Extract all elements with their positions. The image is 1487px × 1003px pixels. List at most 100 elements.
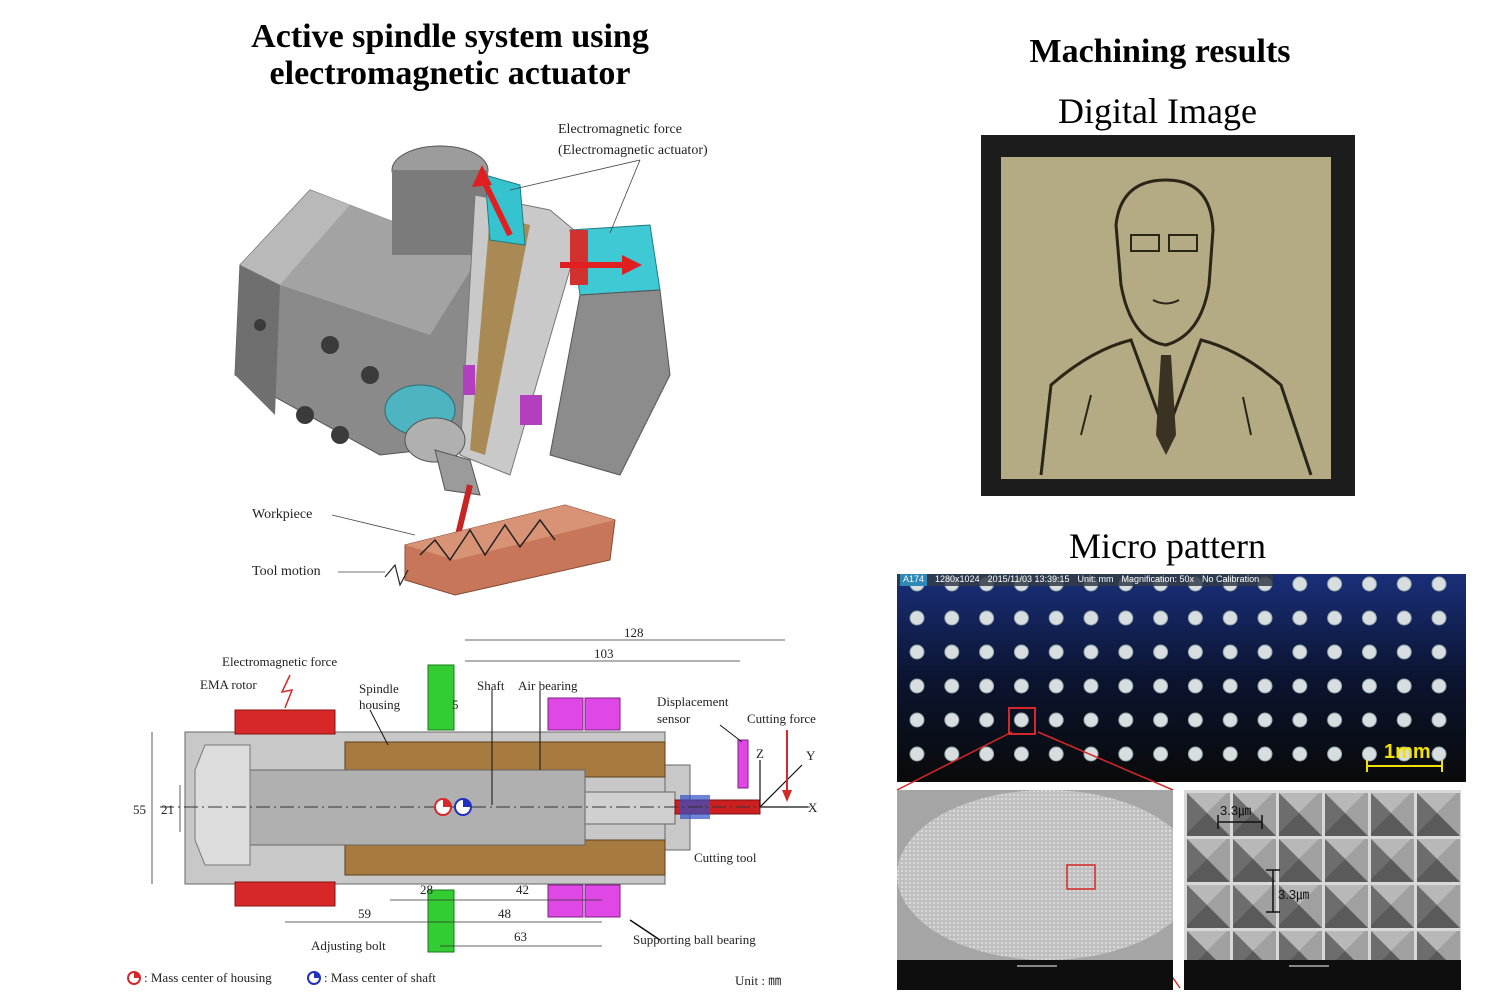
micro-dot bbox=[1187, 678, 1203, 694]
scale-label-33-v: 3.3㎛ bbox=[1278, 887, 1310, 902]
micro-dot bbox=[1118, 746, 1134, 762]
dim-5: 5 bbox=[452, 697, 459, 712]
micro-dot bbox=[1222, 610, 1238, 626]
micro-dot bbox=[1013, 644, 1029, 660]
isometric-spindle-drawing bbox=[234, 145, 671, 596]
magenta-bearing bbox=[520, 395, 542, 425]
label-displacement-2: sensor bbox=[657, 711, 691, 726]
dim-21: 21 bbox=[161, 802, 174, 817]
micro-dot bbox=[1187, 712, 1203, 728]
sem-overview-svg bbox=[897, 790, 1197, 990]
micro-dot bbox=[1327, 746, 1343, 762]
micro-dot bbox=[1083, 712, 1099, 728]
dim-55: 55 bbox=[133, 802, 146, 817]
force-arrow-up bbox=[479, 175, 513, 237]
micro-dot bbox=[1396, 576, 1412, 592]
tool-motion-zigzag bbox=[384, 563, 409, 587]
micro-dot bbox=[1327, 678, 1343, 694]
legend-shaft: : Mass center of shaft bbox=[324, 970, 436, 985]
mass-center-shaft-fill bbox=[463, 799, 471, 807]
label-em-force-2: Electromagnetic force bbox=[222, 654, 338, 669]
force-arrowhead bbox=[472, 165, 492, 187]
micro-dot bbox=[1048, 610, 1064, 626]
dim-48: 48 bbox=[498, 906, 511, 921]
micro-dot bbox=[1222, 644, 1238, 660]
bolt-hole bbox=[254, 319, 266, 331]
left-cap bbox=[194, 744, 251, 866]
micro-dot bbox=[1431, 576, 1447, 592]
micro-dot bbox=[1361, 746, 1377, 762]
label-adjusting-bolt: Adjusting bolt bbox=[311, 938, 386, 953]
micro-dot bbox=[1013, 746, 1029, 762]
tool-holder bbox=[434, 449, 481, 496]
micro-dot bbox=[1361, 712, 1377, 728]
micro-dot bbox=[1187, 610, 1203, 626]
micro-dot bbox=[1431, 644, 1447, 660]
micro-dot bbox=[909, 678, 925, 694]
displacement-sensor bbox=[737, 739, 749, 789]
micro-dot bbox=[1013, 712, 1029, 728]
micro-dot bbox=[1083, 678, 1099, 694]
force-arrowhead bbox=[622, 255, 642, 275]
micro-dot bbox=[1048, 678, 1064, 694]
micro-header-unit: Unit: mm bbox=[1077, 574, 1114, 584]
label-cutting-force: Cutting force bbox=[747, 711, 816, 726]
micro-dot bbox=[1396, 712, 1412, 728]
portrait-mouth bbox=[1152, 299, 1180, 305]
micro-dot bbox=[1292, 678, 1308, 694]
micro-dot bbox=[1431, 746, 1447, 762]
micro-dot bbox=[1361, 610, 1377, 626]
label-displacement-1: Displacement bbox=[657, 694, 729, 709]
axis-y-line bbox=[759, 764, 803, 808]
label-axis-x: X bbox=[808, 800, 818, 815]
digital-image-portrait bbox=[981, 135, 1355, 496]
scale-label-1mm: 1mm bbox=[1384, 741, 1431, 763]
bolt-hole bbox=[331, 426, 349, 444]
leader-line bbox=[609, 159, 641, 234]
micro-dot bbox=[1292, 644, 1308, 660]
micro-dot bbox=[1292, 610, 1308, 626]
micro-dot bbox=[1013, 610, 1029, 626]
micro-dot bbox=[1048, 712, 1064, 728]
micro-dot bbox=[944, 678, 960, 694]
portrait-glasses bbox=[1168, 234, 1198, 252]
label-em-actuator: (Electromagnetic actuator) bbox=[558, 143, 708, 158]
micro-dot bbox=[1292, 712, 1308, 728]
ema-rotor-red bbox=[570, 230, 588, 285]
leader-line bbox=[509, 159, 641, 191]
leader-bearing bbox=[629, 919, 661, 941]
micro-dot bbox=[979, 678, 995, 694]
leader-sensor bbox=[719, 724, 743, 743]
micro-dot bbox=[1118, 644, 1134, 660]
label-tool-motion: Tool motion bbox=[252, 564, 321, 579]
micro-dot bbox=[1431, 678, 1447, 694]
bearing-bottom-2 bbox=[584, 884, 621, 918]
cutting-force-arrowhead bbox=[782, 790, 792, 802]
micro-dot bbox=[944, 712, 960, 728]
micro-dot bbox=[1361, 678, 1377, 694]
micro-dot bbox=[1257, 712, 1273, 728]
bolt-hole bbox=[321, 336, 339, 354]
micro-dot bbox=[1222, 712, 1238, 728]
adjusting-bolt-bottom bbox=[427, 889, 455, 953]
micro-dot bbox=[1327, 712, 1343, 728]
micro-header-mag: Magnification: 50x bbox=[1121, 574, 1195, 584]
micro-dot bbox=[1327, 610, 1343, 626]
bearing-top-1 bbox=[547, 697, 584, 731]
micro-header-id: A174 bbox=[900, 574, 928, 586]
micro-dot bbox=[979, 746, 995, 762]
scale-label-33-h: 3.3㎛ bbox=[1220, 803, 1252, 818]
micro-dot bbox=[1257, 746, 1273, 762]
portrait-detail bbox=[1242, 396, 1252, 436]
legend-shaft-icon bbox=[307, 971, 321, 985]
micro-header-calib: No Calibration bbox=[1202, 574, 1260, 584]
micro-dot bbox=[1396, 678, 1412, 694]
micro-dot bbox=[1257, 644, 1273, 660]
micro-dot bbox=[909, 712, 925, 728]
tool-path bbox=[419, 518, 556, 562]
micro-dot bbox=[1222, 678, 1238, 694]
micro-dot bbox=[1292, 746, 1308, 762]
legend-housing: : Mass center of housing bbox=[144, 970, 272, 985]
bearing-top-2 bbox=[584, 697, 621, 731]
label-workpiece: Workpiece bbox=[252, 507, 313, 522]
